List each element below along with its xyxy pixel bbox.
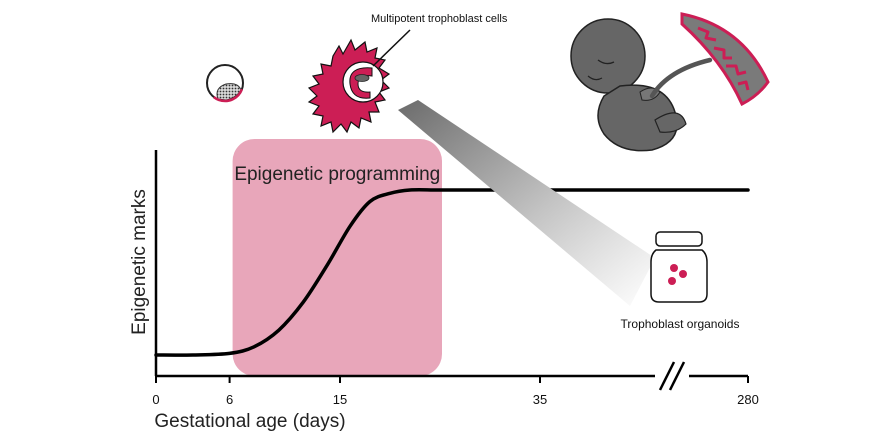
organoid-jar-icon — [650, 231, 708, 303]
organoids-label: Trophoblast organoids — [621, 317, 740, 331]
x-tick-label-15: 15 — [333, 392, 347, 407]
trophoblast-cells-label: Multipotent trophoblast cells — [371, 13, 508, 25]
umbilical-cord — [649, 57, 713, 99]
x-axis-title: Gestational age (days) — [154, 411, 345, 432]
y-axis-title: Epigenetic marks — [129, 189, 150, 335]
x-tick-label-280: 280 — [737, 392, 759, 407]
magnification-beam — [398, 100, 655, 306]
trophoblast-cluster-icon — [307, 38, 391, 134]
trophoblast-callout-line — [372, 29, 411, 67]
fetus-icon — [570, 18, 687, 152]
placenta-icon — [680, 12, 770, 107]
x-tick-label-0: 0 — [152, 392, 159, 407]
programming-window-label: Epigenetic programming — [234, 164, 440, 185]
axis-break-mark — [655, 361, 689, 391]
blastocyst-icon — [205, 63, 245, 103]
x-tick-label-6: 6 — [226, 392, 233, 407]
x-tick-marks — [155, 376, 749, 383]
x-tick-labels: 0 6 15 35 280 — [152, 392, 758, 407]
x-tick-label-35: 35 — [533, 392, 547, 407]
programming-window — [232, 139, 442, 376]
